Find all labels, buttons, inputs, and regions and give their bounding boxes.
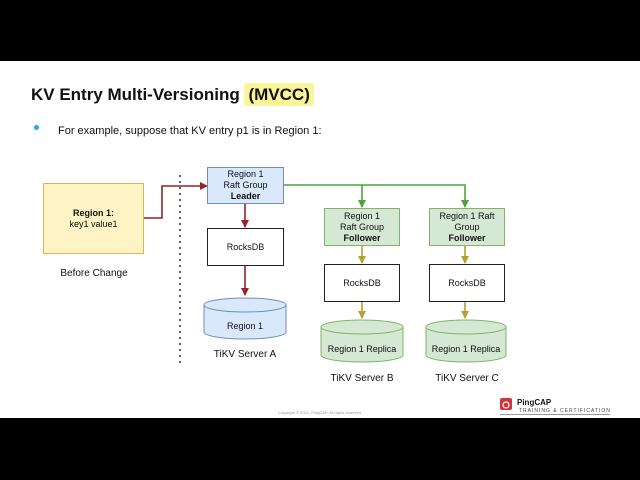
brand-subtitle: TRAINING & CERTIFICATION: [519, 408, 611, 414]
before-title: Region 1:: [72, 207, 114, 218]
before-change-caption: Before Change: [60, 268, 128, 279]
diagram-connectors: [144, 175, 507, 363]
cylinder-region1: [203, 297, 287, 340]
server-a-label: TiKV Server A: [213, 349, 277, 360]
slide-title: KV Entry Multi-Versioning (MVCC): [31, 83, 314, 106]
follower-c-line1: Region 1 Raft: [439, 210, 495, 221]
brand-divider: [500, 414, 610, 415]
follower-b-box: Region 1 Raft Group Follower: [324, 208, 400, 246]
leader-line1: Region 1: [227, 169, 264, 179]
cylinder-replica-c: [425, 319, 507, 363]
title-highlight: (MVCC): [244, 83, 314, 106]
leader-line2: Raft Group: [223, 180, 268, 190]
follower-b-line2: Raft Group: [339, 221, 385, 232]
store-b-label: Region 1 Replica: [327, 344, 397, 354]
arrow-before-to-leader: [144, 182, 208, 219]
rocksdb-a-label: RocksDB: [226, 241, 265, 252]
cylinder-replica-b: [320, 319, 404, 363]
server-b-label: TiKV Server B: [330, 373, 394, 384]
store-c-label: Region 1 Replica: [431, 344, 501, 354]
follower-c-line2: Group: [454, 221, 480, 232]
rocksdb-b-label: RocksDB: [343, 277, 381, 288]
server-c-label: TiKV Server C: [435, 373, 499, 384]
follower-c-box: Region 1 Raft Group Follower: [429, 208, 505, 246]
title-main: KV Entry Multi-Versioning: [31, 85, 240, 104]
rocksdb-a-box: RocksDB: [207, 228, 284, 266]
follower-b-line1: Region 1: [343, 210, 381, 221]
leader-box: Region 1 Raft Group Leader: [207, 167, 284, 204]
slide: KV Entry Multi-Versioning (MVCC) For exa…: [0, 61, 640, 418]
brand-name: PingCAP: [517, 398, 552, 407]
follower-c-role: Follower: [448, 232, 486, 243]
rocksdb-c-box: RocksDB: [429, 264, 505, 302]
rocksdb-c-label: RocksDB: [448, 277, 486, 288]
before-value: key1 value1: [69, 218, 118, 229]
copyright-text: Copyright © 2021, PingCAP. All rights re…: [277, 410, 363, 415]
arrow-leader-to-follower-c: [284, 184, 469, 208]
bullet-text: For example, suppose that KV entry p1 is…: [58, 125, 322, 137]
follower-b-role: Follower: [343, 232, 381, 243]
leader-role: Leader: [230, 191, 261, 201]
rocksdb-b-box: RocksDB: [324, 264, 400, 302]
bullet-dot-icon: [34, 125, 39, 130]
before-change-box: Region 1: key1 value1: [43, 183, 144, 254]
store-a-label: Region 1: [226, 321, 264, 331]
pingcap-logo-icon: [500, 398, 512, 410]
